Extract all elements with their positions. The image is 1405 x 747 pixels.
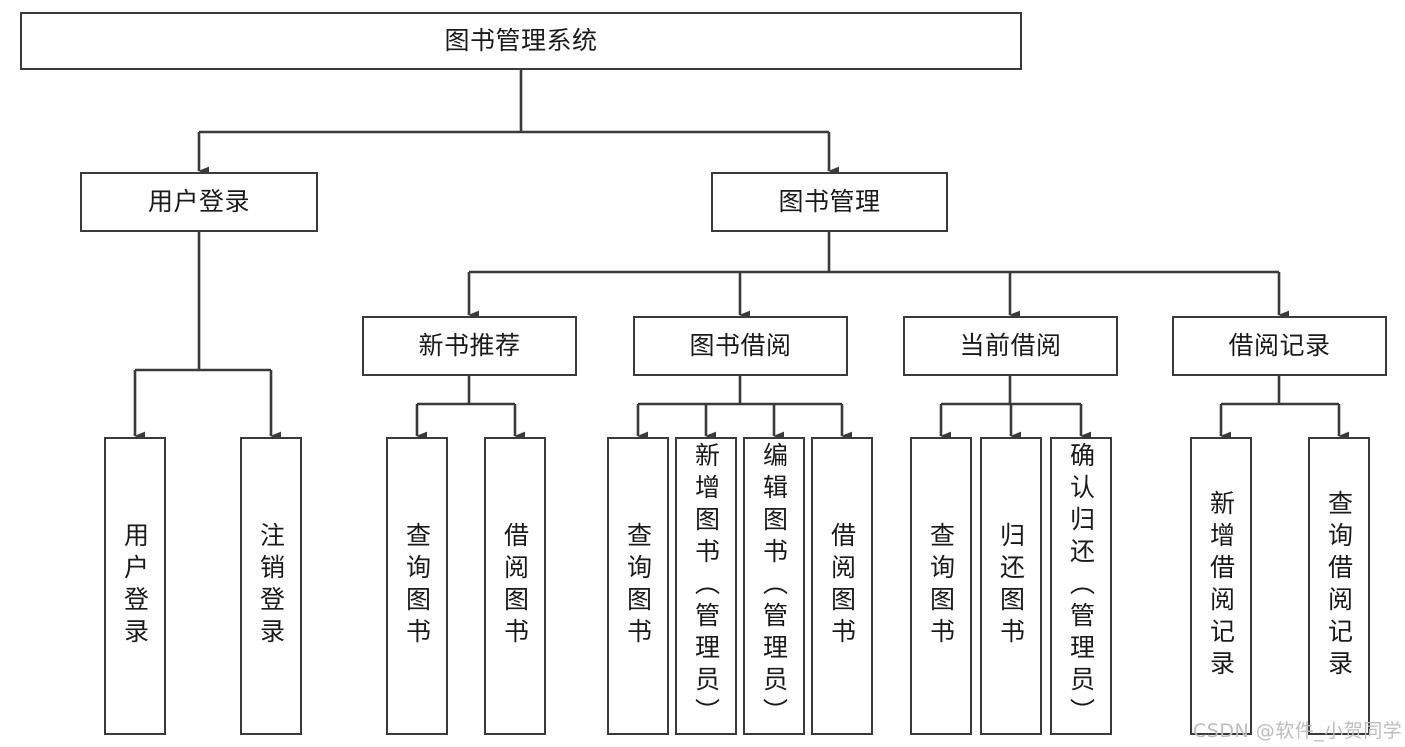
node-label: 借阅图书 <box>500 522 530 650</box>
node-leaf-query-book-2[interactable]: 查询图书 <box>607 437 669 735</box>
node-current-borrow[interactable]: 当前借阅 <box>903 316 1118 376</box>
node-leaf-borrow-book-1[interactable]: 借阅图书 <box>484 437 546 735</box>
node-leaf-query-book-1[interactable]: 查询图书 <box>386 437 448 735</box>
node-leaf-edit-book[interactable]: 编辑图书（管理员） <box>743 437 805 735</box>
node-label: 查询图书 <box>926 522 956 650</box>
node-label: 用户登录 <box>120 522 150 650</box>
node-label: 查询借阅记录 <box>1324 490 1354 682</box>
node-label: 当前借阅 <box>959 331 1062 360</box>
node-label: 确认归还（管理员） <box>1066 442 1096 730</box>
node-leaf-confirm-return[interactable]: 确认归还（管理员） <box>1050 437 1112 735</box>
node-leaf-query-record[interactable]: 查询借阅记录 <box>1308 437 1370 735</box>
node-leaf-return-book[interactable]: 归还图书 <box>980 437 1042 735</box>
node-user-login[interactable]: 用户登录 <box>80 172 318 232</box>
node-label: 查询图书 <box>402 522 432 650</box>
node-label: 图书管理 <box>778 187 881 216</box>
node-root[interactable]: 图书管理系统 <box>20 12 1022 70</box>
node-label: 注销登录 <box>256 522 286 650</box>
node-label: 图书借阅 <box>689 331 792 360</box>
node-book-borrow[interactable]: 图书借阅 <box>633 316 848 376</box>
node-leaf-borrow-book-2[interactable]: 借阅图书 <box>811 437 873 735</box>
node-label: 新书推荐 <box>418 331 521 360</box>
node-label: 图书管理系统 <box>444 26 598 55</box>
node-leaf-user-login[interactable]: 用户登录 <box>104 437 166 735</box>
node-leaf-logout[interactable]: 注销登录 <box>240 437 302 735</box>
connector-lines <box>133 70 1350 441</box>
node-label: 归还图书 <box>996 522 1026 650</box>
node-label: 借阅记录 <box>1228 331 1331 360</box>
node-label: 新增借阅记录 <box>1206 490 1236 682</box>
node-label: 新增图书（管理员） <box>691 442 721 730</box>
node-label: 查询图书 <box>623 522 653 650</box>
node-new-book-rec[interactable]: 新书推荐 <box>362 316 577 376</box>
node-label: 借阅图书 <box>827 522 857 650</box>
node-label: 编辑图书（管理员） <box>759 442 789 730</box>
node-label: 用户登录 <box>147 187 250 216</box>
node-leaf-add-record[interactable]: 新增借阅记录 <box>1190 437 1252 735</box>
node-book-manage[interactable]: 图书管理 <box>711 172 948 232</box>
node-leaf-query-book-3[interactable]: 查询图书 <box>910 437 972 735</box>
node-borrow-record[interactable]: 借阅记录 <box>1172 316 1387 376</box>
node-leaf-add-book[interactable]: 新增图书（管理员） <box>675 437 737 735</box>
